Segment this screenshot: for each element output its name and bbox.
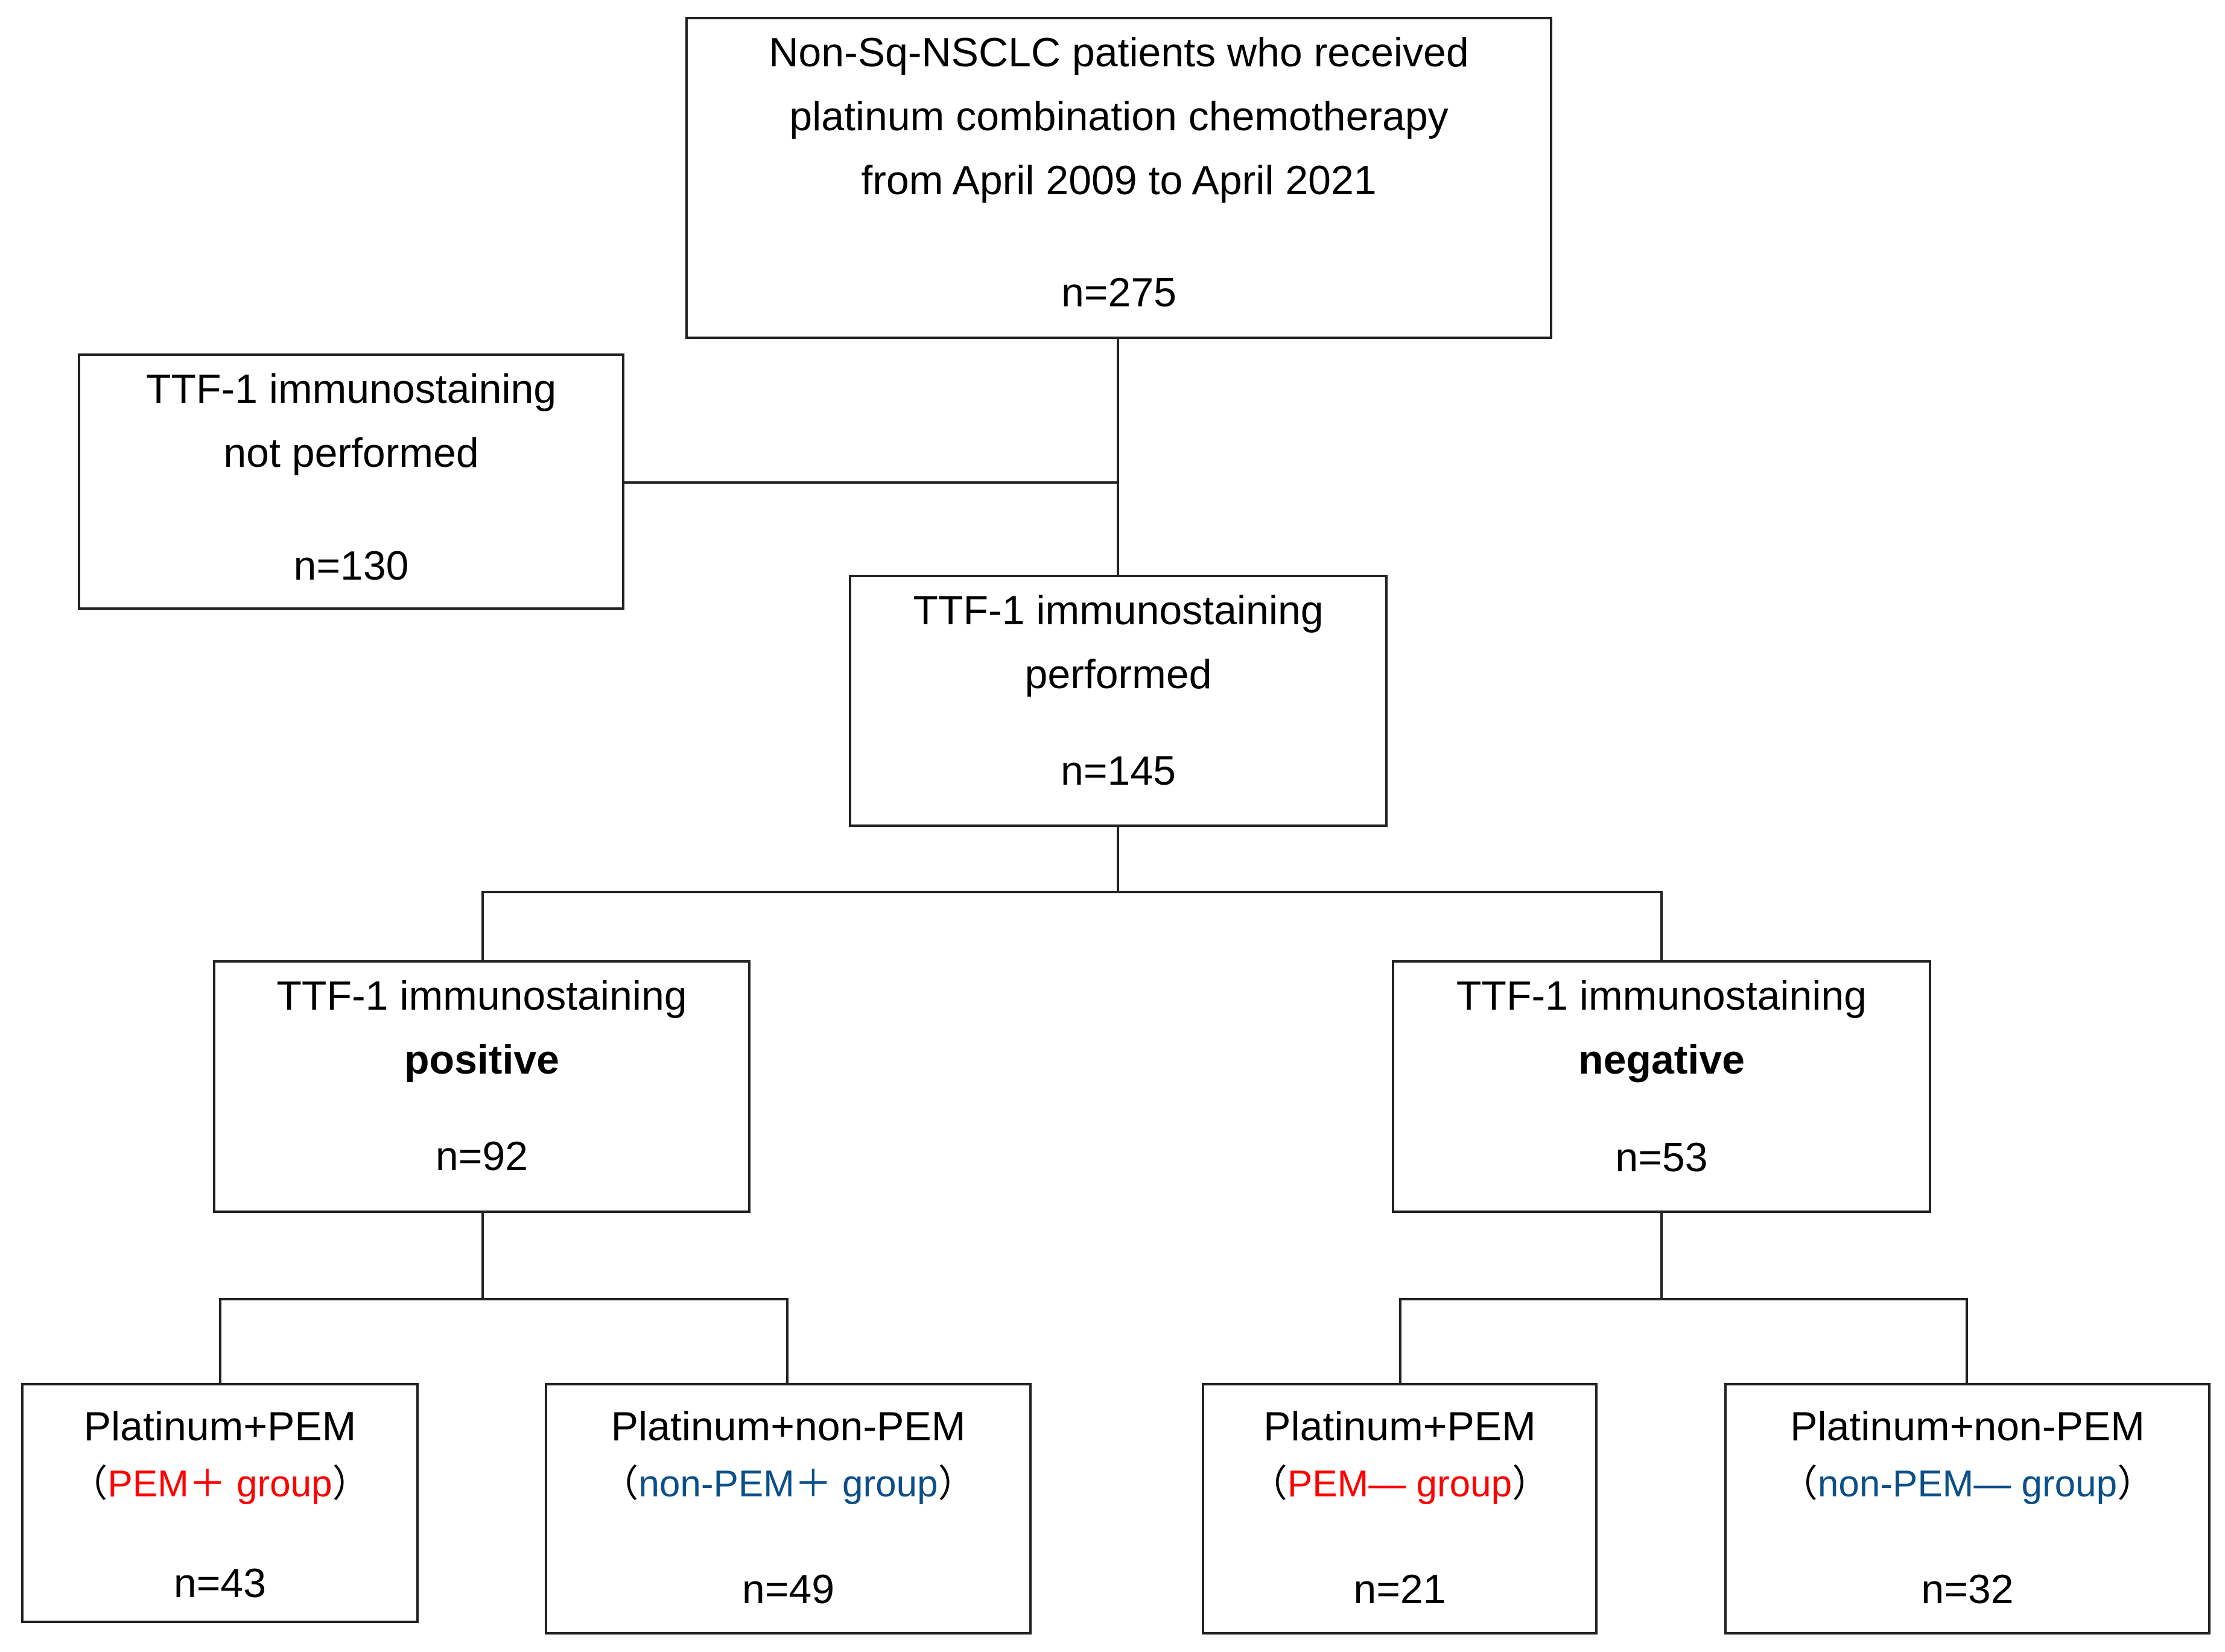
label-line: Platinum+PEM [1263, 1404, 1536, 1449]
count-label: n=53 [1615, 1135, 1708, 1180]
node-pem-minus: Platinum+PEM （PEM— group） n=21 [1202, 1383, 1598, 1635]
connector-negative-down [1660, 1213, 1663, 1300]
paren: （ [1780, 1463, 1818, 1505]
connector-to-pem-plus [219, 1298, 221, 1383]
count-label: n=130 [293, 543, 409, 589]
label-line: platinum combination chemotherapy [789, 93, 1449, 139]
count-label: n=49 [741, 1566, 835, 1612]
node-total-text: Non-Sq-NSCLC patients who received plati… [688, 19, 1550, 212]
connector-positive-down [481, 1213, 484, 1300]
connector-to-nonpem-minus [1966, 1298, 1968, 1383]
node-negative: TTF-1 immunostaining negative n=53 [1392, 960, 1931, 1213]
connector-total-performed [1117, 339, 1119, 575]
connector-split-ttf1 [481, 891, 1663, 893]
label-line: Platinum+non-PEM [611, 1404, 966, 1449]
count-label: n=21 [1353, 1566, 1446, 1612]
label-line: TTF-1 immunostaining [913, 587, 1324, 633]
connector-negative-split [1399, 1298, 1968, 1300]
label-line-bold: positive [404, 1037, 559, 1083]
connector-to-negative [1660, 891, 1663, 960]
node-pem-plus: Platinum+PEM （PEM＋ group） n=43 [21, 1383, 419, 1623]
connector-to-nonpem-plus [786, 1298, 789, 1383]
label-line: TTF-1 immunostaining [1456, 973, 1867, 1019]
count-label: n=92 [435, 1133, 528, 1179]
paren: （ [70, 1463, 108, 1505]
paren: ） [2117, 1463, 2155, 1505]
count-label: n=32 [1921, 1566, 2014, 1612]
paren: （ [601, 1463, 639, 1505]
connector-positive-split [219, 1298, 789, 1300]
node-positive: TTF-1 immunostaining positive n=92 [213, 960, 751, 1213]
label-line: TTF-1 immunostaining [276, 973, 687, 1019]
label-line: Platinum+PEM [83, 1404, 357, 1449]
label-line: Platinum+non-PEM [1790, 1404, 2145, 1449]
paren: ） [1512, 1463, 1550, 1505]
label-line-bold: negative [1578, 1037, 1745, 1083]
connector-performed-down [1117, 827, 1119, 893]
paren: （ [1249, 1463, 1287, 1505]
count-label: n=145 [1061, 748, 1176, 794]
label-line: Non-Sq-NSCLC patients who received [769, 30, 1469, 75]
node-nonpem-minus: Platinum+non-PEM （non-PEM— group） n=32 [1724, 1383, 2211, 1635]
label-line: from April 2009 to April 2021 [861, 157, 1377, 203]
count-label: n=43 [173, 1560, 267, 1606]
connector-not-performed [624, 481, 1119, 484]
group-label: PEM— group [1287, 1463, 1512, 1505]
connector-to-positive [481, 891, 484, 960]
paren: ） [332, 1463, 370, 1505]
node-not-performed: TTF-1 immunostaining not performed n=130 [78, 353, 624, 610]
label-line: not performed [223, 430, 479, 476]
group-label: PEM＋ group [107, 1463, 332, 1505]
node-performed: TTF-1 immunostaining performed n=145 [849, 575, 1388, 827]
group-label: non-PEM— group [1817, 1463, 2118, 1505]
node-total: Non-Sq-NSCLC patients who received plati… [685, 17, 1552, 339]
label-line: TTF-1 immunostaining [145, 366, 557, 412]
paren: ） [938, 1463, 976, 1505]
group-label: non-PEM＋ group [638, 1463, 938, 1505]
connector-to-pem-minus [1399, 1298, 1401, 1383]
node-nonpem-plus: Platinum+non-PEM （non-PEM＋ group） n=49 [545, 1383, 1032, 1635]
count-label: n=275 [1061, 270, 1176, 315]
label-line: performed [1024, 651, 1212, 697]
